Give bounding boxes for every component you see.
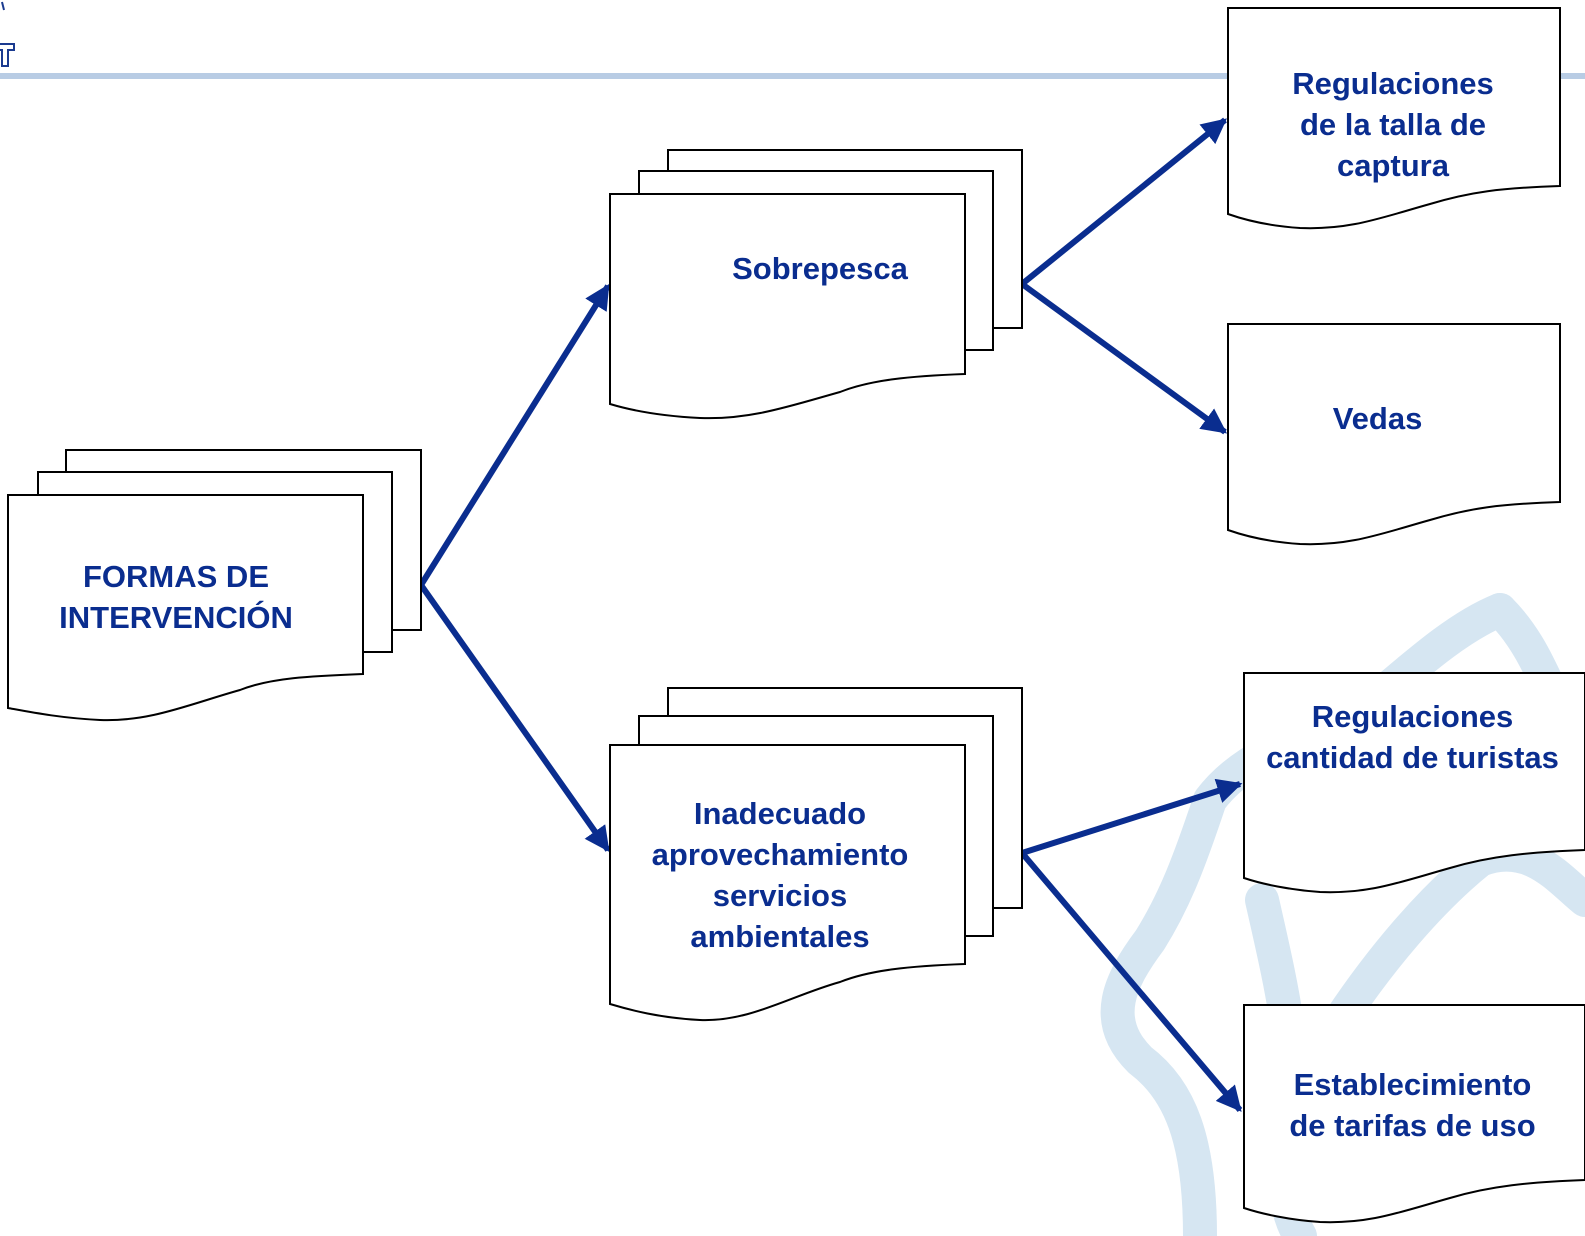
arrow-overfishing-to-closures — [1020, 281, 1228, 435]
logo-fragment-icon — [0, 1, 15, 67]
node-label-fees: Establecimiento de tarifas de uso — [1289, 1067, 1536, 1143]
closures-document-shape — [1227, 323, 1561, 546]
node-label-closures: Vedas — [1332, 400, 1423, 436]
node-label-inadequate: Inadecuado aprovechamiento servicios amb… — [651, 796, 909, 954]
arrow-root-to-inadequate — [418, 583, 611, 853]
node-label-overfishing: Sobrepesca — [732, 250, 908, 286]
fees-document-shape — [1243, 1004, 1585, 1224]
arrow-inadequate-to-tourists — [1021, 778, 1243, 856]
overfishing-multidoc-shape — [609, 149, 1023, 420]
arrow-inadequate-to-fees — [1019, 851, 1243, 1112]
arrows — [418, 117, 1243, 1112]
node-label-catch-size: Regulaciones de la talla de captura — [1292, 65, 1494, 183]
arrow-overfishing-to-catch-size — [1020, 117, 1227, 287]
tourists-document-shape — [1243, 672, 1585, 894]
node-label-root: FORMAS DE INTERVENCIÓN — [59, 559, 293, 635]
inadequate-multidoc-shape — [609, 687, 1023, 1022]
root-multidoc-shape — [7, 449, 422, 722]
node-label-tourists: Regulaciones cantidad de turistas — [1266, 699, 1559, 775]
arrow-root-to-overfishing — [418, 283, 611, 587]
catch-size-document-shape — [1227, 7, 1561, 230]
